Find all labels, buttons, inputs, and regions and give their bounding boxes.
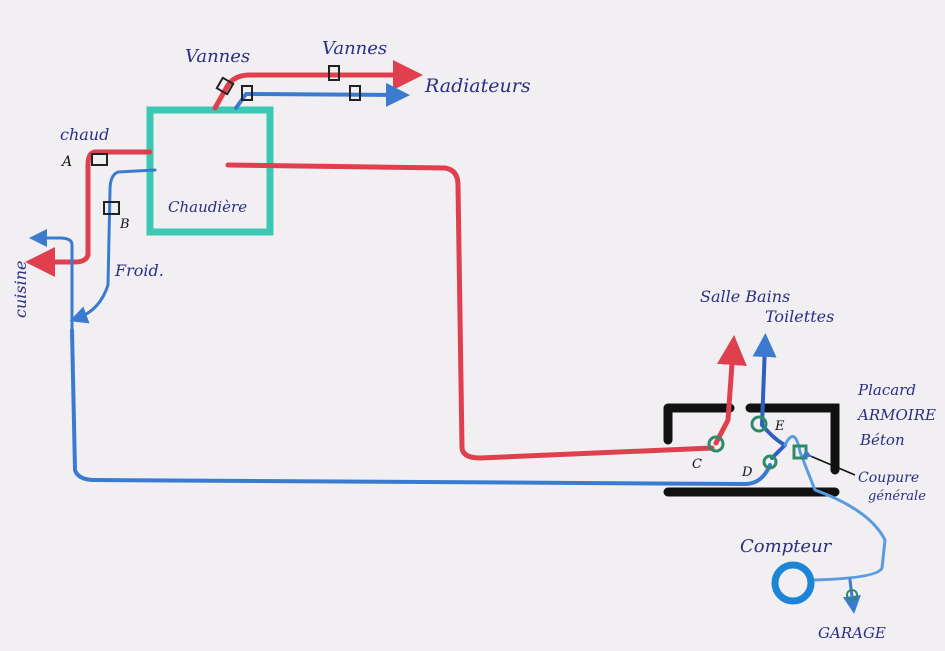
label-vannes-left: Vannes	[185, 46, 250, 67]
label-salle-bains: Salle Bains	[700, 287, 790, 306]
valve-c-icon	[707, 435, 725, 453]
label-valve-c: C	[692, 457, 702, 472]
valve-b-icon	[103, 201, 120, 215]
label-garage: GARAGE	[818, 624, 886, 642]
garage-valve-icon	[846, 589, 858, 601]
cold-pipe-kitchen	[29, 229, 74, 332]
cabinet-box	[663, 403, 840, 497]
hot-pipe-main	[225, 162, 715, 461]
cold-pipe-garage	[842, 578, 861, 614]
label-valve-a: A	[60, 154, 72, 170]
cold-pipe-main	[70, 328, 772, 486]
cold-pipe-radiators	[234, 82, 410, 110]
valve-d-icon	[762, 454, 778, 470]
label-armoire: ARMOIRE	[856, 406, 936, 424]
valve-radiator-4-icon	[349, 85, 361, 101]
label-compteur: Compteur	[740, 536, 833, 557]
cold-pipe-bathroom	[752, 333, 787, 460]
label-chaudiere: Chaudière	[168, 198, 247, 216]
hot-pipe-radiators	[212, 60, 423, 111]
label-placard: Placard	[857, 381, 916, 399]
label-valve-e: E	[774, 419, 785, 434]
label-valve-d: D	[741, 465, 753, 480]
label-toilettes: Toilettes	[765, 307, 834, 326]
label-froid: Froid.	[114, 261, 164, 280]
valve-radiator-1-icon	[215, 76, 235, 96]
shutoff-pointer-line	[802, 449, 856, 476]
cold-pipe-boiler	[69, 168, 157, 324]
valve-radiator-2-icon	[241, 85, 253, 101]
label-generale: générale	[868, 489, 926, 504]
valve-radiator-3-icon	[328, 65, 340, 81]
valve-a-icon	[91, 153, 108, 166]
label-cuisine: cuisine	[11, 261, 30, 318]
label-vannes-right: Vannes	[322, 38, 387, 59]
hot-pipe-bathroom	[713, 335, 747, 446]
hot-pipe-kitchen	[24, 149, 153, 277]
label-coupure: Coupure	[858, 470, 919, 486]
valve-e-icon	[750, 415, 768, 433]
label-radiateurs: Radiateurs	[424, 75, 531, 97]
label-valve-b: B	[119, 217, 130, 232]
cold-pipe-meter	[783, 435, 887, 582]
water-meter-icon	[771, 561, 815, 605]
label-beton: Béton	[859, 431, 905, 449]
label-chaud: chaud	[60, 125, 109, 144]
